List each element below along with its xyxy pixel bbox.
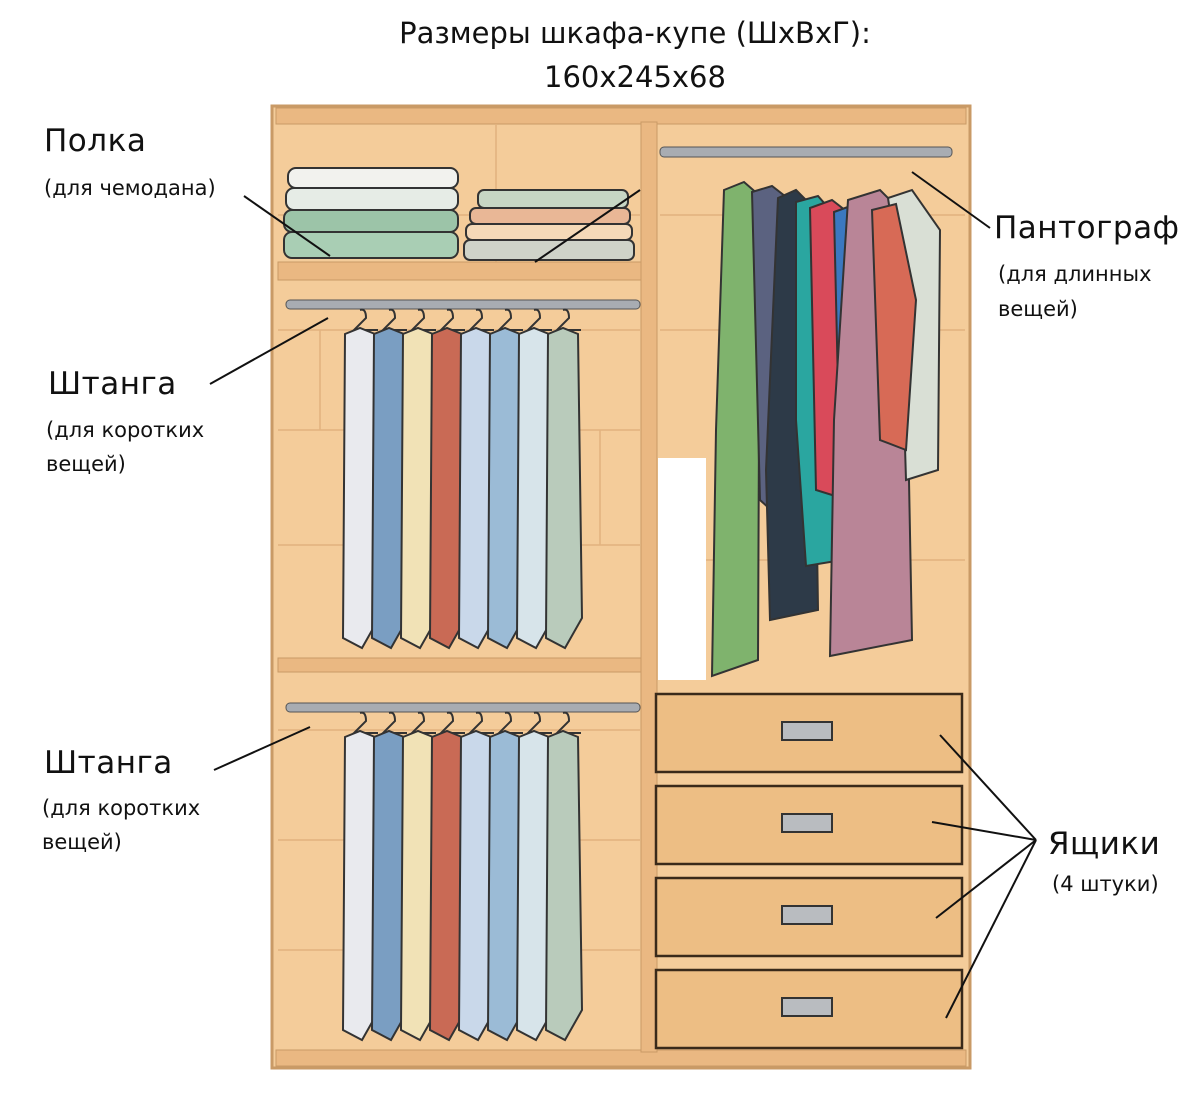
upper-rod bbox=[285, 299, 641, 310]
central-divider bbox=[640, 121, 658, 1053]
hanger-icon bbox=[496, 308, 523, 331]
rod-lower-label: Штанга bbox=[44, 745, 173, 781]
drawers-note: (4 штуки) bbox=[1052, 872, 1159, 896]
leader-rod-lower bbox=[213, 726, 311, 771]
pantograph-note-line1: (для длинных bbox=[998, 262, 1152, 286]
rod-lower-note-line2: вещей) bbox=[42, 830, 122, 854]
diagram-title: Размеры шкафа-купе (ШхВхГ): bbox=[399, 16, 871, 50]
drawer-handle-icon bbox=[781, 997, 833, 1017]
short-clothes-lower bbox=[341, 711, 584, 1042]
hanger-icon bbox=[380, 711, 407, 734]
leader-shelf-2 bbox=[534, 189, 641, 263]
white-back-patch bbox=[658, 458, 706, 680]
leader-shelf bbox=[243, 195, 331, 257]
pantograph-note-line2: вещей) bbox=[998, 297, 1078, 321]
rod-upper-label: Штанга bbox=[48, 366, 177, 402]
rod-upper-note-line1: (для коротких bbox=[46, 418, 205, 442]
hanger-icon bbox=[525, 308, 552, 331]
leader-pantograph bbox=[911, 171, 991, 229]
leader-drawer-2 bbox=[931, 821, 1037, 841]
pantograph-label: Пантограф bbox=[994, 210, 1180, 246]
hanger-icon bbox=[554, 308, 581, 331]
hanger-icon bbox=[351, 711, 378, 734]
drawers-stack bbox=[654, 692, 964, 1050]
dress-icon bbox=[710, 180, 762, 678]
hanger-icon bbox=[467, 308, 494, 331]
hanger-icon bbox=[409, 711, 436, 734]
drawer-handle-icon bbox=[781, 813, 833, 833]
drawer-handle-icon bbox=[781, 721, 833, 741]
drawers-label: Ящики bbox=[1048, 826, 1161, 862]
shelf-note: (для чемодана) bbox=[44, 176, 216, 200]
shirt-icon bbox=[544, 326, 584, 650]
lower-rod bbox=[285, 702, 641, 713]
leader-lines bbox=[209, 171, 1037, 1019]
hanger-icon bbox=[554, 711, 581, 734]
middle-shelf bbox=[277, 657, 642, 673]
hanger-icon bbox=[467, 711, 494, 734]
rod-lower-note-line1: (для коротких bbox=[42, 796, 201, 820]
leader-drawer-4 bbox=[945, 839, 1037, 1019]
shirt-icon bbox=[544, 729, 584, 1042]
rod-upper-note-line2: вещей) bbox=[46, 452, 126, 476]
wardrobe-dimensions: 160х245х68 bbox=[544, 60, 726, 94]
hanger-icon bbox=[438, 711, 465, 734]
wardrobe-top-panel bbox=[275, 107, 967, 125]
leader-drawer-3 bbox=[935, 839, 1037, 919]
leader-rod-upper bbox=[209, 317, 329, 385]
shelf-label: Полка bbox=[44, 123, 147, 159]
long-clothes bbox=[710, 180, 942, 678]
hanger-icon bbox=[496, 711, 523, 734]
hanger-icon bbox=[380, 308, 407, 331]
top-shelf bbox=[277, 261, 642, 281]
pantograph-rod bbox=[659, 146, 953, 158]
short-clothes-upper bbox=[341, 308, 584, 650]
hanger-icon bbox=[351, 308, 378, 331]
hanger-icon bbox=[525, 711, 552, 734]
leader-drawer-1 bbox=[939, 734, 1037, 841]
drawer-handle-icon bbox=[781, 905, 833, 925]
hanger-icon bbox=[409, 308, 436, 331]
hanger-icon bbox=[438, 308, 465, 331]
dress-icon bbox=[870, 202, 918, 452]
folded-clothes-icon bbox=[283, 167, 635, 261]
wardrobe-bottom-panel bbox=[275, 1049, 967, 1067]
